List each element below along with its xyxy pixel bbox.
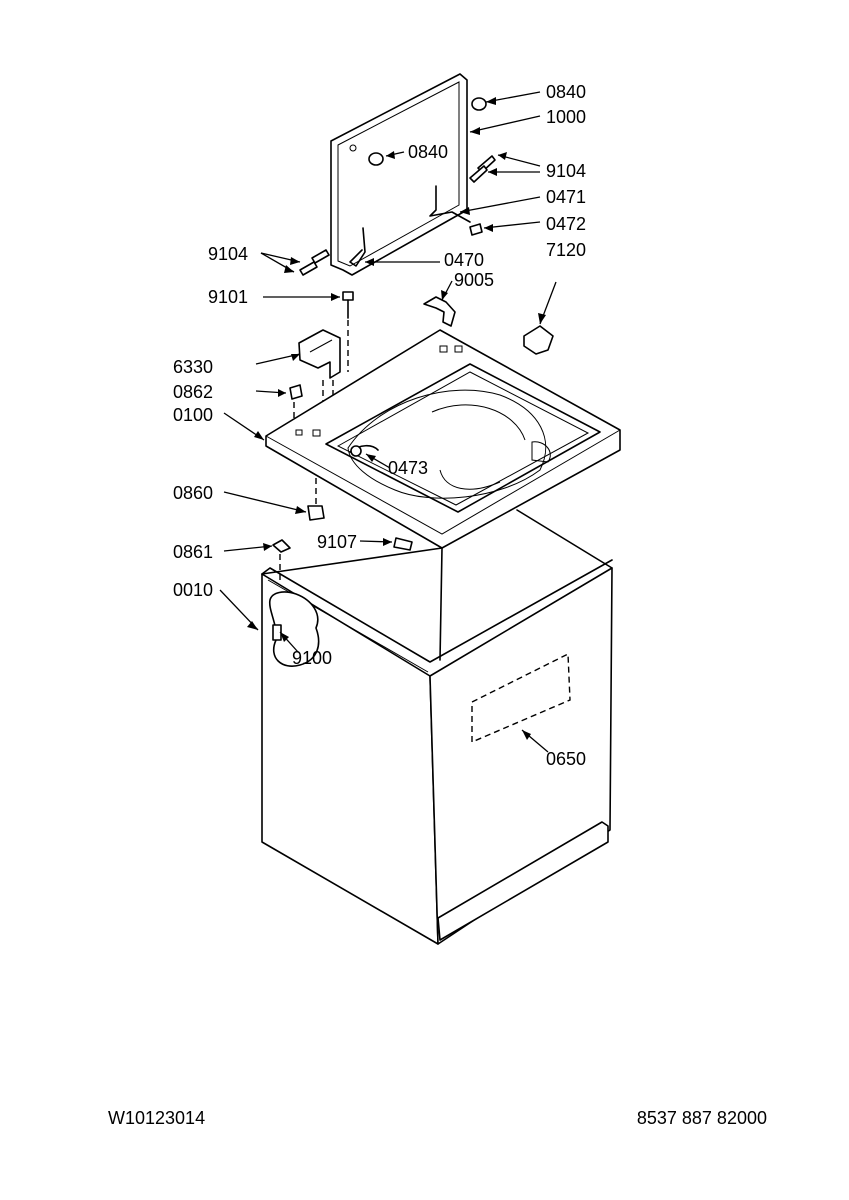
switch-clip: [289, 384, 303, 400]
label-0471: 0471: [546, 187, 586, 207]
label-0650: 0650: [546, 749, 586, 769]
cabinet-screw: [393, 537, 413, 551]
arrowheads: [247, 97, 546, 740]
label-0840-inner: 0840: [408, 142, 448, 162]
label-9104-right: 9104: [546, 161, 586, 181]
lid-assembly: [299, 73, 496, 276]
lid-hinge-nut: [469, 223, 483, 236]
lid-panel: [330, 73, 468, 276]
footer-diagram-number: 8537 887 82000: [636, 1108, 767, 1128]
label-0010: 0010: [173, 580, 213, 600]
label-0860: 0860: [173, 483, 213, 503]
rear-panel-outline: [471, 652, 571, 744]
dispenser-cup: [523, 325, 554, 355]
lid-hinge-left-rod: [349, 227, 366, 267]
label-9104-left: 9104: [208, 244, 248, 264]
cabinet-clip: [272, 539, 291, 553]
lid-bumper-inner: [368, 152, 384, 166]
lid-switch: [298, 329, 341, 379]
label-0840-top: 0840: [546, 82, 586, 102]
footer-part-number: W10123014: [108, 1108, 206, 1128]
cabinet: [261, 509, 613, 945]
hinge-clip: [423, 296, 456, 327]
top-panel: [265, 329, 621, 549]
label-0861: 0861: [173, 542, 213, 562]
lid-inner-edge: [337, 81, 460, 267]
tub-opening: [325, 363, 601, 513]
bumper: [307, 505, 325, 521]
cabinet-bolt: [272, 624, 282, 641]
label-7120: 7120: [546, 240, 586, 260]
cabinet-toe-kick: [437, 821, 609, 941]
label-9107: 9107: [317, 532, 357, 552]
label-6330: 6330: [173, 357, 213, 377]
label-0100: 0100: [173, 405, 213, 425]
label-0472: 0472: [546, 214, 586, 234]
lid-hinge-right-rod: [429, 185, 471, 223]
lid-screws-left: [299, 249, 330, 276]
lid-screws-right: [469, 155, 496, 183]
label-0862: 0862: [173, 382, 213, 402]
label-0470: 0470: [444, 250, 484, 270]
label-9005: 9005: [454, 270, 494, 290]
lid-bumper-top: [471, 97, 487, 111]
lid-switch-screw: [342, 291, 354, 319]
label-9101: 9101: [208, 287, 248, 307]
cabinet-top-rim-back: [261, 547, 443, 575]
label-0473: 0473: [388, 458, 428, 478]
label-9100: 9100: [292, 648, 332, 668]
label-1000-lid: 1000: [546, 107, 586, 127]
